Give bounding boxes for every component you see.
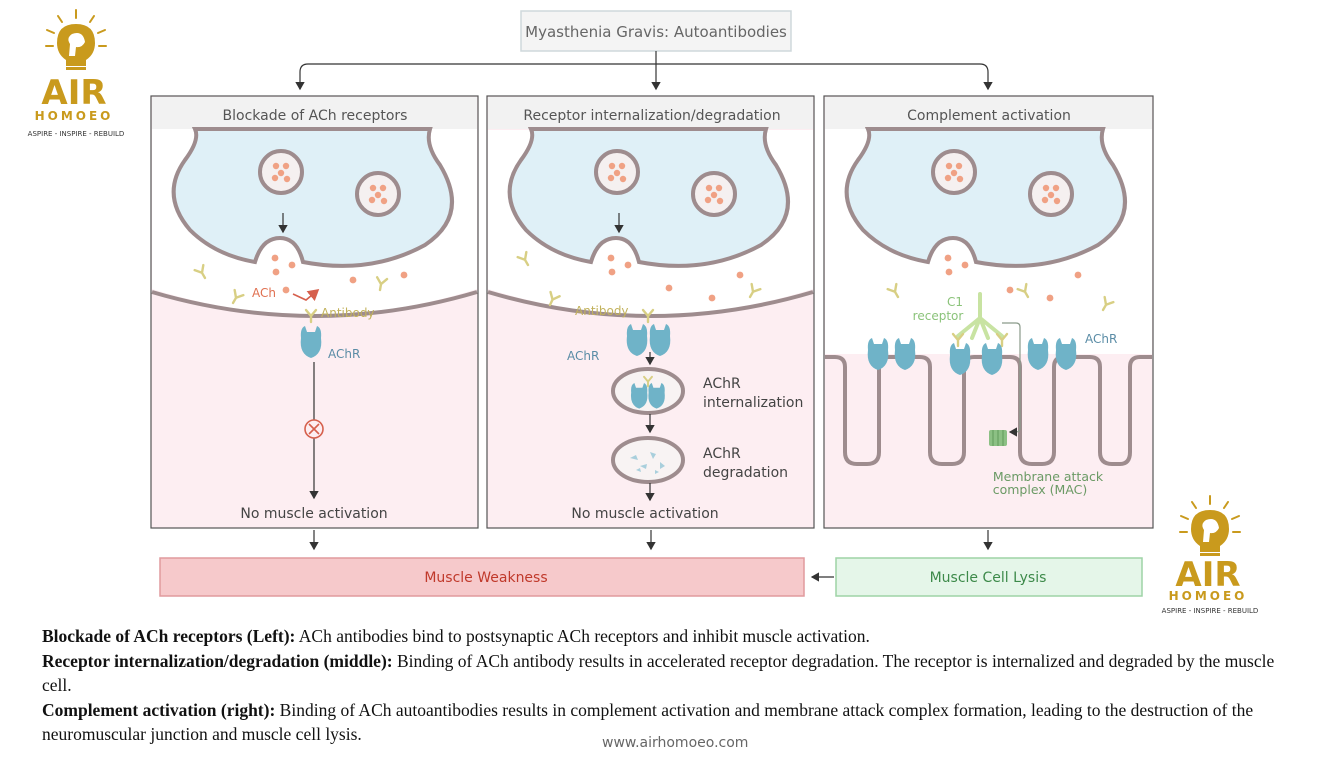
muscle-lysis-box: Muscle Cell Lysis	[835, 557, 1143, 597]
svg-text:AChR: AChR	[703, 376, 741, 392]
svg-text:ASPIRE - INSPIRE - REBUILD: ASPIRE - INSPIRE - REBUILD	[1162, 607, 1259, 615]
title-box: Myasthenia Gravis: Autoantibodies	[520, 10, 792, 52]
mac-complex	[989, 430, 1007, 446]
caption-blockade: Blockade of ACh receptors (Left): ACh an…	[42, 626, 870, 646]
antibody-label: Antibody	[321, 306, 375, 320]
svg-text:AChR: AChR	[703, 446, 741, 462]
caption-complement: Complement activation (right): Binding o…	[42, 699, 1254, 745]
muscle-weakness-label: Muscle Weakness	[424, 570, 547, 586]
outcome-no-activation-2: No muscle activation	[571, 506, 718, 522]
svg-text:receptor: receptor	[913, 309, 964, 323]
muscle-lysis-label: Muscle Cell Lysis	[930, 570, 1047, 586]
brand-logo-bottom: AIR HOMOEO ASPIRE - INSPIRE - REBUILD	[1162, 495, 1259, 615]
svg-text:ASPIRE - INSPIRE - REBUILD: ASPIRE - INSPIRE - REBUILD	[28, 130, 125, 138]
outcome-arrows	[309, 530, 993, 582]
achr-label: AChR	[328, 347, 360, 361]
svg-text:AIR: AIR	[1175, 555, 1240, 595]
panel-blockade: Blockade of ACh receptors ACh Antibody A…	[150, 95, 479, 529]
diagram-title: Myasthenia Gravis: Autoantibodies	[525, 23, 787, 41]
vesicle	[355, 171, 401, 217]
svg-text:C1: C1	[947, 295, 963, 309]
panel-complement: Complement activation C1 receptor AChR	[823, 95, 1154, 529]
outcome-no-activation: No muscle activation	[240, 506, 387, 522]
branch-arrows	[295, 51, 993, 91]
panel-heading-blockade: Blockade of ACh receptors	[223, 108, 408, 124]
vesicle	[258, 149, 304, 195]
ach-label: ACh	[252, 286, 276, 300]
caption-internalization: Receptor internalization/degradation (mi…	[42, 650, 1275, 696]
svg-text:HOMOEO: HOMOEO	[1169, 589, 1248, 603]
antibody-label-2: Antibody	[575, 304, 629, 318]
achr-label-2: AChR	[567, 349, 599, 363]
svg-text:AIR: AIR	[41, 73, 106, 113]
svg-text:complex (MAC): complex (MAC)	[993, 482, 1088, 497]
website-url[interactable]: www.airhomoeo.com	[602, 735, 749, 751]
svg-text:degradation: degradation	[703, 465, 788, 481]
c1-receptor	[956, 292, 1004, 340]
panel-heading-internalization: Receptor internalization/degradation	[523, 108, 780, 124]
svg-text:AChR: AChR	[1085, 332, 1117, 346]
brand-logo-top: AIR HOMOEO ASPIRE - INSPIRE - REBUILD	[28, 9, 125, 138]
muscle-weakness-box: Muscle Weakness	[159, 557, 805, 597]
internalization-vesicle	[611, 367, 685, 415]
svg-text:Membrane attack: Membrane attack	[993, 469, 1104, 484]
svg-text:HOMOEO: HOMOEO	[35, 109, 114, 123]
panel-heading-complement: Complement activation	[907, 108, 1071, 124]
degradation-vesicle	[611, 436, 685, 484]
panel-internalization: Receptor internalization/degradation Ant…	[486, 95, 815, 529]
caption-block: Blockade of ACh receptors (Left): ACh an…	[42, 624, 1292, 747]
svg-text:internalization: internalization	[703, 395, 803, 411]
